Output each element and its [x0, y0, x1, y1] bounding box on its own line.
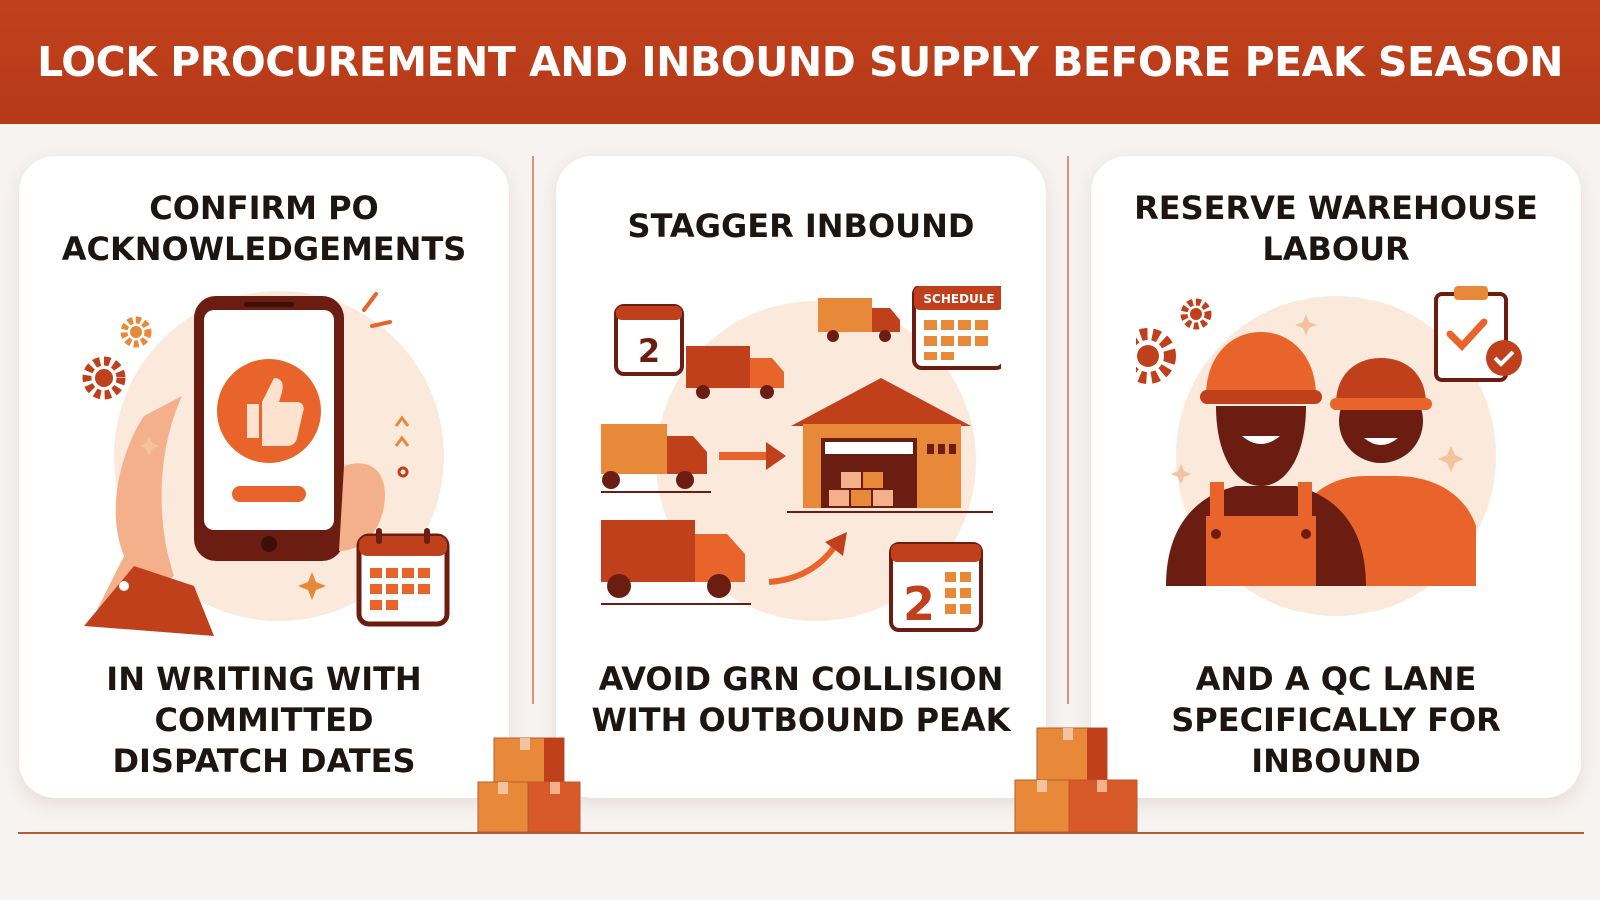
card-caption: AVOID GRN COLLISION WITH OUTBOUND PEAK	[566, 659, 1036, 741]
card-caption-line: INBOUND	[1251, 742, 1421, 780]
arrow-icon	[719, 442, 786, 470]
card-caption-line: COMMITTED	[154, 701, 374, 739]
worker-icon	[1166, 332, 1366, 586]
card-reserve-labour: RESERVE WAREHOUSE LABOUR	[1091, 156, 1581, 798]
card-caption: IN WRITING WITH COMMITTED DISPATCH DATES	[29, 659, 499, 782]
cardboard-box-icon	[477, 737, 581, 833]
floor-line	[18, 832, 1584, 834]
sparkle-icon	[1438, 446, 1464, 472]
card-title: RESERVE WAREHOUSE LABOUR	[1101, 188, 1571, 270]
truck-icon	[601, 520, 751, 605]
warehouse-workers-illustration	[1136, 286, 1522, 616]
column-divider	[1067, 156, 1069, 704]
card-confirm-po: CONFIRM PO ACKNOWLEDGEMENTS	[19, 156, 509, 798]
card-caption-line: DISPATCH DATES	[112, 742, 416, 780]
card-title-line: ACKNOWLEDGEMENTS	[61, 230, 467, 268]
header-banner: LOCK PROCUREMENT AND INBOUND SUPPLY BEFO…	[0, 0, 1600, 124]
gear-icon	[120, 316, 152, 348]
card-title: CONFIRM PO ACKNOWLEDGEMENTS	[29, 188, 499, 270]
sparkle-icon	[298, 572, 326, 600]
sparkle-icon	[1295, 314, 1317, 336]
calendar-icon: SCHEDULE	[912, 286, 1001, 370]
card-caption-line: IN WRITING WITH	[106, 660, 422, 698]
truck-icon	[818, 298, 900, 342]
clipboard-check-icon	[1434, 286, 1522, 382]
page-title: LOCK PROCUREMENT AND INBOUND SUPPLY BEFO…	[37, 38, 1563, 86]
gear-icon	[1136, 328, 1176, 384]
truck-icon	[601, 424, 711, 493]
card-title: STAGGER INBOUND	[566, 206, 1036, 247]
gear-icon	[82, 356, 126, 400]
card-caption-line: SPECIFICALLY FOR	[1171, 701, 1501, 739]
card-stagger-inbound: STAGGER INBOUND 2 SCHEDULE	[556, 156, 1046, 798]
gear-icon	[1180, 298, 1212, 330]
svg-text:2: 2	[903, 577, 935, 631]
warehouse-icon	[787, 378, 993, 513]
svg-text:SCHEDULE: SCHEDULE	[923, 292, 994, 306]
truck-icon	[686, 346, 784, 399]
card-caption: AND A QC LANE SPECIFICALLY FOR INBOUND	[1101, 659, 1571, 782]
svg-text:2: 2	[638, 332, 660, 370]
smartphone-icon	[194, 296, 344, 561]
calendar-icon: 2	[889, 542, 983, 632]
stagger-inbound-illustration: 2 SCHEDULE	[601, 286, 1001, 632]
card-title-line: LABOUR	[1262, 230, 1410, 268]
phone-approval-illustration	[82, 291, 450, 636]
calendar-icon	[356, 528, 450, 627]
card-caption-line: WITH OUTBOUND PEAK	[591, 701, 1011, 739]
thumbs-up-icon	[217, 359, 321, 463]
cardboard-box-icon	[1014, 727, 1138, 833]
sparkle-icon	[139, 436, 159, 456]
hand-icon	[84, 396, 214, 636]
sparkle-icon	[1171, 464, 1191, 484]
card-title-line: RESERVE WAREHOUSE	[1134, 189, 1538, 227]
column-divider	[532, 156, 534, 704]
card-caption-line: AVOID GRN COLLISION	[598, 660, 1004, 698]
card-title-line: STAGGER INBOUND	[627, 207, 975, 245]
card-title-line: CONFIRM PO	[149, 189, 379, 227]
card-caption-line: AND A QC LANE	[1195, 660, 1477, 698]
arrow-icon	[768, 532, 847, 585]
calendar-icon: 2	[614, 304, 684, 376]
